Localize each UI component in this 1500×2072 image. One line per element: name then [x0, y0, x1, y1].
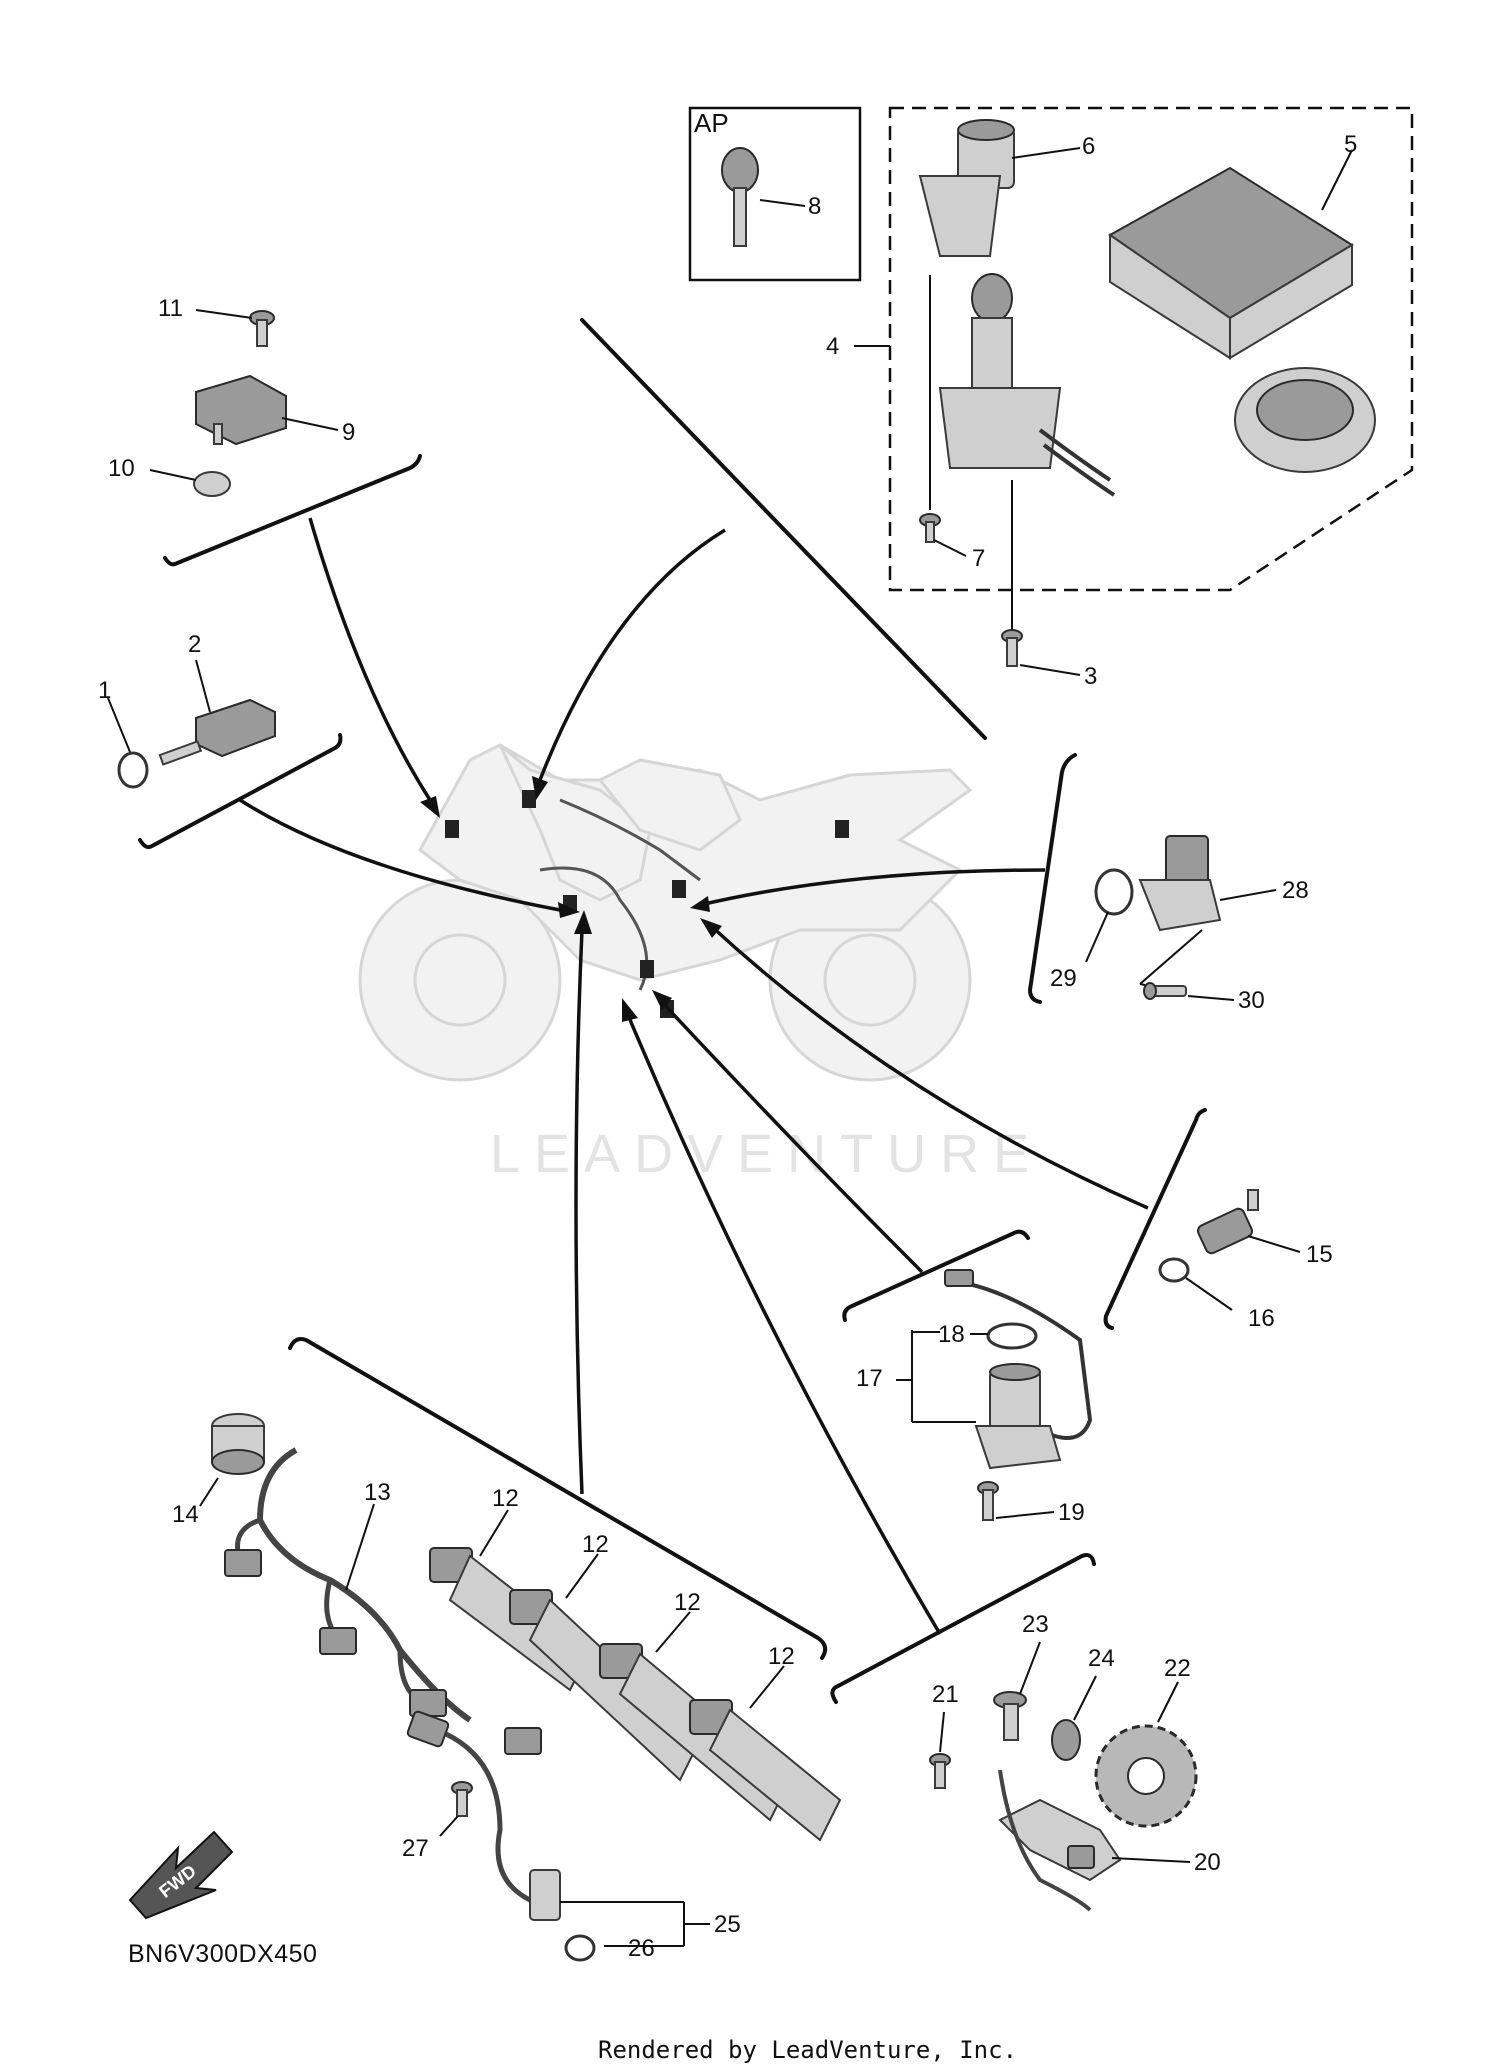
- callout-c10: 10: [108, 455, 135, 482]
- callout-c15: 15: [1306, 1241, 1333, 1268]
- ap-box: [688, 106, 862, 282]
- sensor-9-part: [195, 374, 287, 446]
- screw-7-part: [919, 513, 941, 543]
- bracket-lower-left: [288, 1337, 828, 1660]
- sensor-17-part: [944, 1269, 1093, 1470]
- motorcycle-silhouette: [358, 743, 973, 1082]
- ignition-coil-12d-part: [689, 1699, 842, 1842]
- callout-c4: 4: [826, 333, 839, 360]
- harness-13-part: [224, 1447, 542, 1755]
- leader-arrow: [308, 517, 432, 801]
- o-ring-26-part: [564, 1934, 596, 1962]
- leader-arrow: [626, 1014, 942, 1635]
- callout-c18: 18: [938, 1321, 965, 1348]
- callout-c20: 20: [1194, 1849, 1221, 1876]
- bracket-lower-right: [830, 1553, 1096, 1704]
- screw-11-part: [249, 310, 275, 347]
- callout-c2: 2: [188, 631, 201, 658]
- callout-c21: 21: [932, 1681, 959, 1708]
- o-ring-18-part: [986, 1322, 1038, 1350]
- bracket-middle-right: [842, 1229, 1030, 1322]
- callout-labels: 1 2 3 4 5 6 7 8 9 10 11 12 12 12 12 13 1…: [98, 131, 1357, 1962]
- bracket-left-middle: [138, 733, 343, 850]
- leader-arrow: [699, 868, 1046, 907]
- o-ring-16-part: [1158, 1257, 1190, 1283]
- bolt-23-part: [993, 1691, 1027, 1741]
- callout-c14: 14: [172, 1501, 199, 1528]
- callout-c12a: 12: [492, 1485, 519, 1512]
- leader-arrow: [658, 998, 924, 1274]
- callout-c1: 1: [98, 677, 111, 704]
- leader-arrow: [538, 528, 726, 781]
- sensor-28-part: [1138, 835, 1222, 932]
- callout-c12d: 12: [768, 1643, 795, 1670]
- leader-arrow: [574, 929, 584, 1495]
- bolt-3-part: [1001, 629, 1023, 667]
- callout-c12b: 12: [582, 1531, 609, 1558]
- drawing-code: BN6V300DX450: [128, 1940, 317, 1968]
- callout-c5: 5: [1344, 131, 1357, 158]
- callout-c30: 30: [1238, 987, 1265, 1014]
- o-ring-1-part: [117, 751, 149, 789]
- callout-c29: 29: [1050, 965, 1077, 992]
- grommet-10-part: [193, 471, 231, 497]
- fwd-arrow-icon: FWD: [128, 1830, 234, 1920]
- ap-label: AP: [694, 108, 729, 138]
- callout-c3: 3: [1084, 663, 1097, 690]
- ignition-coil-12b-part: [509, 1589, 702, 1782]
- leader-arrow: [239, 798, 561, 912]
- sensor-20-part: [998, 1769, 1122, 1912]
- callout-c13: 13: [364, 1479, 391, 1506]
- bracket-upper-left: [163, 454, 422, 567]
- ring-14-part: [211, 1413, 265, 1475]
- callout-c26: 26: [628, 1935, 655, 1962]
- sensor-15-part: [1196, 1189, 1259, 1255]
- callout-c11: 11: [158, 295, 183, 322]
- sensor-25-part: [406, 1710, 561, 1921]
- callout-c8: 8: [808, 193, 821, 220]
- washer-24-part: [1051, 1719, 1081, 1761]
- bracket-right-lower: [1103, 1108, 1207, 1330]
- callout-c6: 6: [1082, 133, 1095, 160]
- leader-arrow: [708, 923, 1149, 1210]
- footer-credit: Rendered by LeadVenture, Inc.: [598, 2036, 1017, 2064]
- callout-c17: 17: [856, 1365, 883, 1392]
- callout-c12c: 12: [674, 1589, 701, 1616]
- callout-c19: 19: [1058, 1499, 1085, 1526]
- bolt-30-part: [1143, 982, 1187, 1000]
- callout-c27: 27: [402, 1835, 429, 1862]
- callout-c25: 25: [714, 1911, 741, 1938]
- bracket-right-upper: [1027, 753, 1077, 1004]
- o-ring-29-part: [1094, 868, 1134, 916]
- bolt-21-part: [929, 1753, 951, 1789]
- callout-c28: 28: [1282, 877, 1309, 904]
- rotor-22-part: [1094, 1724, 1198, 1828]
- watermark: LEADVENTURE: [490, 1124, 1043, 1184]
- callout-c23: 23: [1022, 1611, 1049, 1638]
- callout-c24: 24: [1088, 1645, 1115, 1672]
- main-switch-part: [938, 273, 1116, 497]
- callout-c9: 9: [342, 419, 355, 446]
- ecu-part: [1108, 166, 1354, 360]
- round-plate-part: [1234, 367, 1376, 473]
- kit-dashed-box: [888, 106, 1414, 592]
- callout-c16: 16: [1248, 1305, 1275, 1332]
- switch-2-part: [158, 698, 276, 766]
- bracket-upper-center: [580, 318, 987, 740]
- bolt-19-part: [977, 1481, 999, 1521]
- key-part: [721, 147, 759, 247]
- callout-c22: 22: [1164, 1655, 1191, 1682]
- bolt-27-part: [451, 1781, 473, 1817]
- callout-c7: 7: [972, 545, 985, 572]
- lock-cylinder-part: [918, 119, 1015, 257]
